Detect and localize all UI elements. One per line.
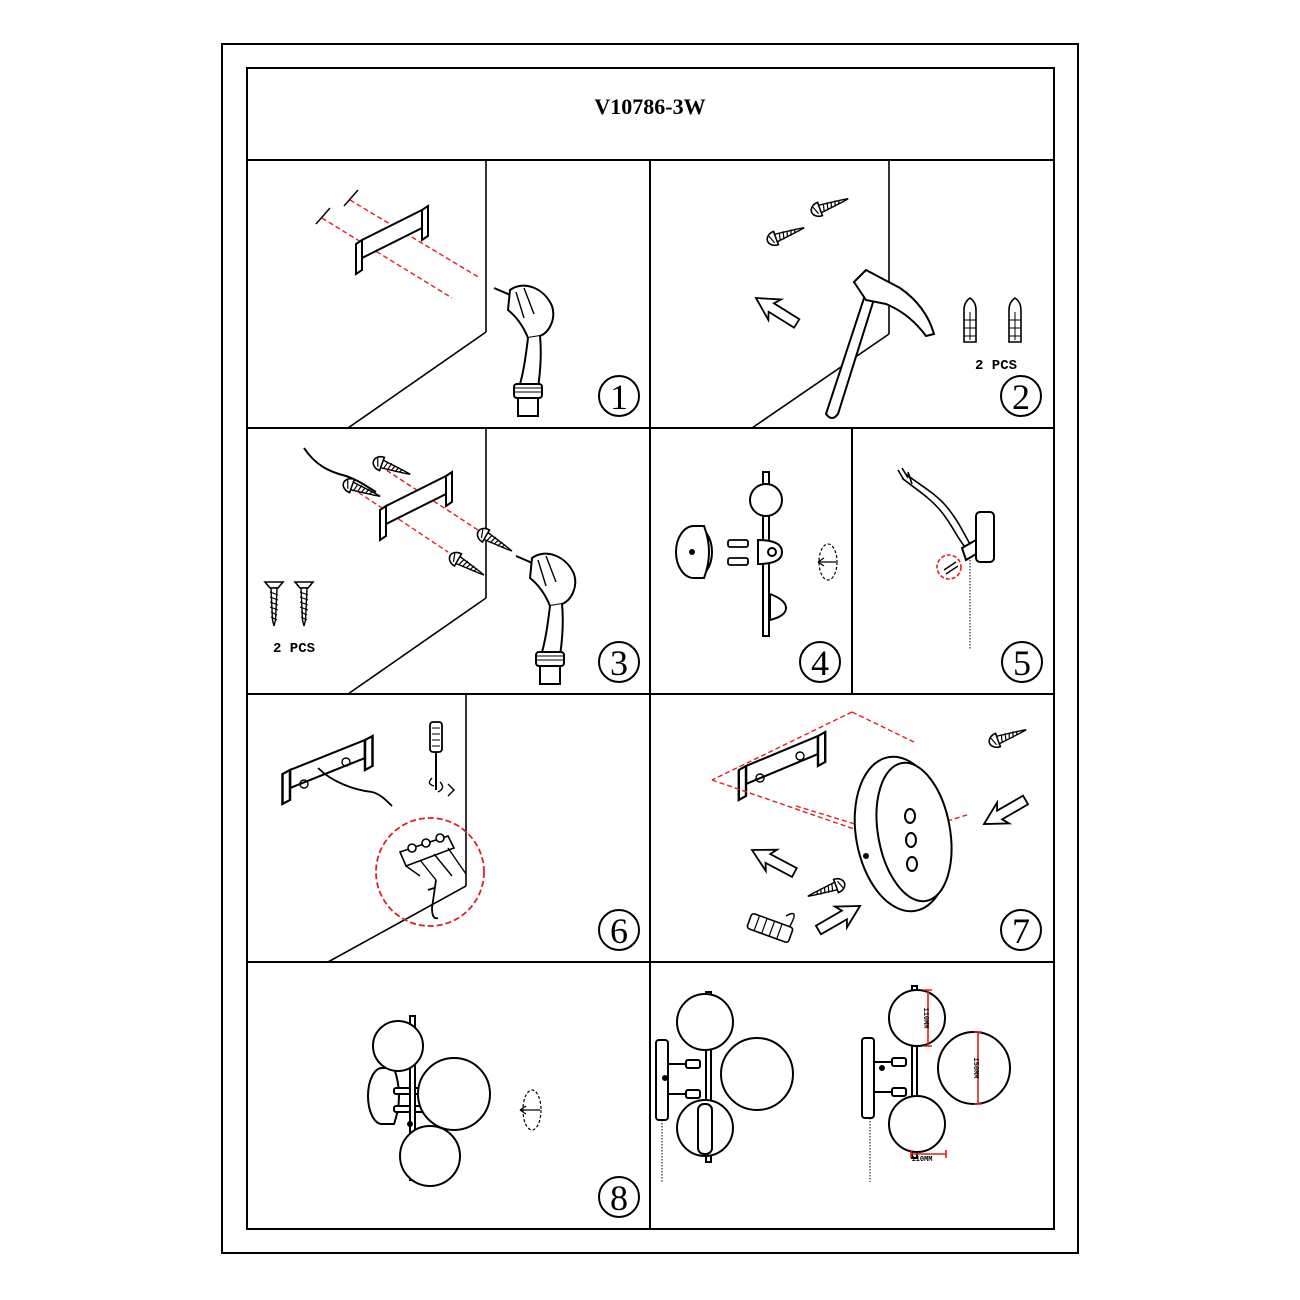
step-number: 2 — [1012, 377, 1030, 417]
wall-plate — [960, 511, 995, 563]
lamp-frame — [749, 471, 788, 637]
panel-final-view: 110MM 150MM 110MM — [655, 985, 1011, 1182]
wall-plate — [675, 525, 713, 579]
panel-grid — [247, 160, 1054, 1229]
rotation-icon — [519, 1089, 542, 1131]
step-badge — [799, 641, 841, 683]
step-badge — [598, 1176, 640, 1218]
step-badge — [1000, 375, 1042, 417]
step-number: 7 — [1012, 911, 1030, 951]
arrow-icon — [811, 894, 867, 942]
model-title: V10786-3W — [594, 94, 705, 119]
screw-icon — [445, 548, 489, 582]
wall-corner — [347, 428, 487, 695]
step-badge — [1000, 909, 1042, 951]
step-badge — [598, 909, 640, 951]
arrow-icon — [748, 286, 804, 335]
wall-plug-icon — [963, 297, 977, 343]
panel-step-8: 8 — [367, 1015, 640, 1218]
step-number: 8 — [610, 1178, 628, 1218]
step-number: 5 — [1013, 643, 1031, 683]
screw-icon — [294, 581, 314, 627]
power-cable — [317, 767, 393, 807]
panel-step-6: 6 — [281, 694, 640, 963]
wall-corner — [327, 694, 467, 963]
dimension-label: 150MM — [971, 1057, 979, 1078]
screw-icon — [264, 581, 284, 627]
panel-step-1: 1 — [315, 160, 640, 429]
bracket-hole — [299, 779, 309, 789]
electric-drill-icon — [515, 552, 577, 685]
screwdriver-icon — [428, 721, 455, 797]
bracket-hole — [755, 773, 765, 783]
wall-lamp-side-view — [655, 991, 794, 1163]
step-badge — [598, 375, 640, 417]
dimension-lines — [910, 989, 982, 1158]
step-number: 4 — [811, 643, 829, 683]
mounting-bracket — [355, 205, 429, 275]
step-badge — [1001, 641, 1043, 683]
screw-icon — [764, 220, 808, 249]
arrow-icon — [977, 788, 1033, 836]
panel-step-7: 7 — [711, 711, 1042, 951]
step-badge — [598, 641, 640, 683]
drill-marks — [315, 189, 359, 225]
screw-icon — [370, 453, 414, 482]
screw-icon — [473, 524, 517, 558]
rotation-icon — [785, 912, 795, 927]
arrow-icon — [745, 838, 801, 885]
power-cable — [303, 447, 377, 493]
screw-icon — [808, 191, 852, 220]
screw-icon — [340, 475, 384, 504]
bracket-hole — [795, 751, 805, 761]
wire-connection-detail — [936, 554, 962, 580]
panel-step-4: 4 — [675, 471, 841, 683]
terminal-block — [398, 833, 467, 920]
panel-step-2: 2 PCS 2 — [748, 160, 1042, 429]
wire-end — [943, 561, 959, 575]
screw-icon — [804, 875, 848, 904]
hammer-icon — [824, 268, 936, 419]
wire-bundle — [897, 467, 971, 549]
wall-lamp-assembled — [367, 1015, 491, 1187]
dimension-label: 110MM — [921, 1007, 929, 1028]
mounting-bracket — [281, 734, 374, 806]
screw-icon — [986, 722, 1030, 751]
panel-step-5: 5 — [897, 467, 1043, 683]
wall-plug-icon — [1008, 297, 1022, 343]
panel-step-3: 2 PCS 3 — [264, 428, 640, 695]
wall-corner — [347, 160, 487, 429]
mounting-tubes — [727, 539, 749, 566]
rotation-icon — [817, 543, 838, 581]
wall-lamp-dimensioned-view — [861, 985, 1011, 1159]
terminal-block-detail — [375, 817, 485, 927]
mounting-bracket — [737, 730, 827, 802]
quantity-label: 2 PCS — [975, 358, 1017, 374]
drill-guide-lines — [321, 199, 481, 299]
electric-drill-icon — [493, 284, 555, 417]
step-number: 1 — [610, 377, 628, 417]
step-number: 3 — [610, 643, 628, 683]
dimension-label: 110MM — [911, 1156, 932, 1164]
quantity-label: 2 PCS — [273, 641, 315, 657]
canopy-plate — [853, 755, 953, 913]
outer-border — [221, 43, 1079, 1254]
wall-plug-icon — [746, 913, 794, 943]
bracket-hole — [341, 757, 351, 767]
step-number: 6 — [610, 911, 628, 951]
